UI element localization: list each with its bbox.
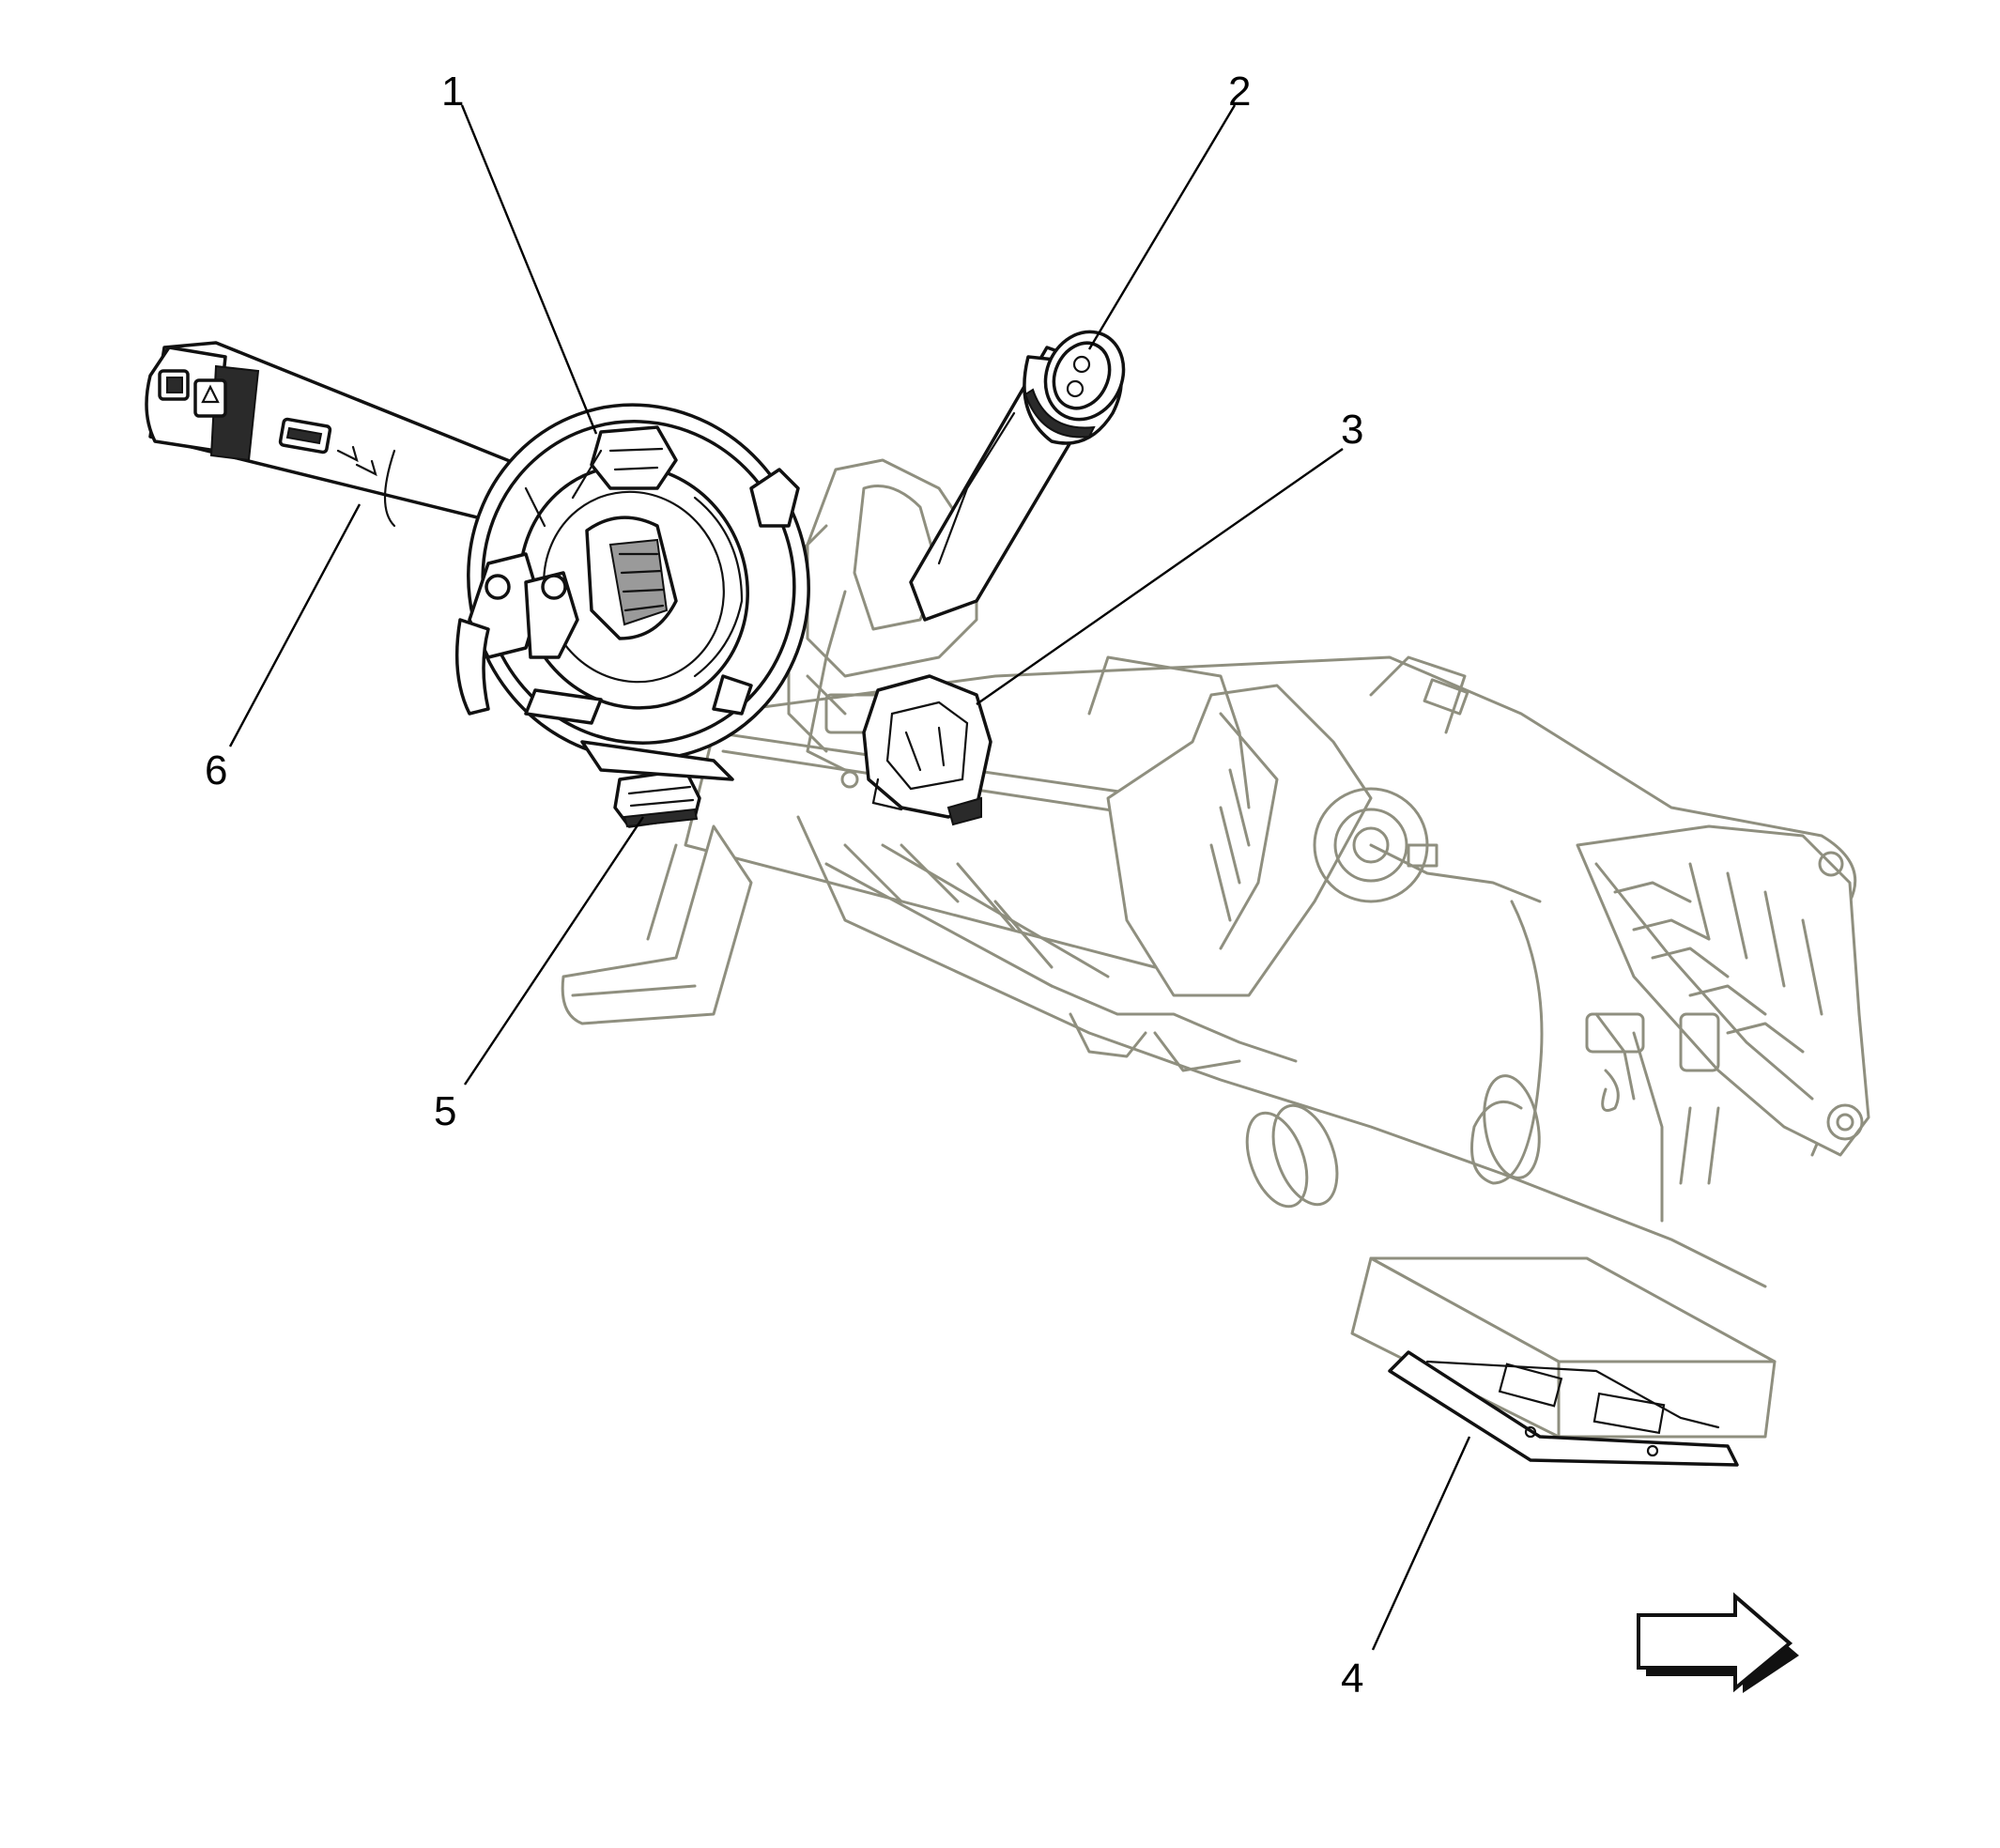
leader-line-6 <box>228 503 362 747</box>
clockspring-1 <box>454 403 810 781</box>
callout-2: 2 <box>1228 69 1251 115</box>
callout-1: 1 <box>441 69 464 115</box>
mount-bracket-right <box>1576 824 1870 1157</box>
callout-5: 5 <box>434 1088 456 1134</box>
connector-module-3 <box>862 674 992 826</box>
leader-line-3 <box>976 448 1344 705</box>
frame-rail-lower <box>796 815 1767 1288</box>
wiper-lever-2 <box>909 330 1126 622</box>
control-module-4 <box>1350 1256 1777 1467</box>
mounting-plate <box>1106 684 1373 997</box>
leader-line-1 <box>460 104 598 435</box>
callout-6: 6 <box>205 747 227 793</box>
callout-4: 4 <box>1341 1656 1363 1702</box>
callout-3: 3 <box>1341 407 1363 453</box>
callout-labels: 1 2 3 4 5 6 <box>205 69 1363 1702</box>
steering-column-assembly <box>561 458 1870 1288</box>
leader-line-4 <box>1371 1436 1471 1651</box>
right-arrow-icon <box>1637 1592 1799 1693</box>
mount-bracket-left <box>561 824 753 1025</box>
leader-line-5 <box>464 816 644 1086</box>
turn-signal-lever-6 <box>145 341 556 532</box>
clockspring-connector-5 <box>613 768 701 828</box>
leader-line-2 <box>1087 104 1237 350</box>
tilt-spring <box>1470 900 1544 1185</box>
leader-lines <box>228 104 1471 1651</box>
